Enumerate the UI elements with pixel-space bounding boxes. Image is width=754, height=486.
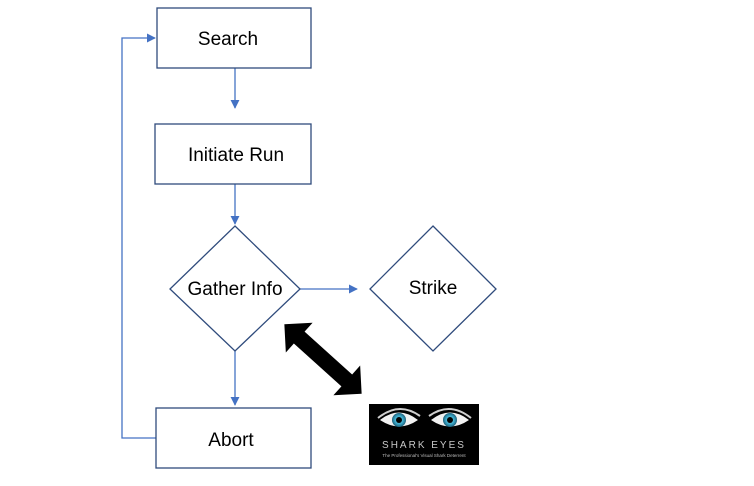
double-arrow-icon	[284, 322, 362, 396]
abort-box	[155, 407, 312, 469]
logo-background	[369, 404, 479, 465]
initiate-run-label: Initiate Run	[188, 145, 284, 166]
logo-name: SHARK EYES	[382, 440, 466, 451]
connectors	[121, 33, 358, 439]
initiate-run-box	[154, 123, 312, 185]
right-eye-icon	[428, 408, 472, 427]
strike-diamond	[369, 225, 497, 352]
gather-info-diamond	[169, 225, 301, 352]
search-box	[156, 7, 312, 69]
node-gather-info: Gather Info	[169, 225, 301, 352]
node-abort: Abort	[155, 407, 312, 469]
connector-abort-loop-to-search	[121, 33, 156, 439]
strike-label: Strike	[409, 278, 458, 299]
node-strike: Strike	[369, 225, 497, 352]
gather-info-label: Gather Info	[187, 279, 282, 300]
node-search: Search	[156, 7, 312, 69]
node-initiate-run: Initiate Run	[154, 123, 312, 185]
left-eye-icon	[377, 408, 421, 427]
search-label: Search	[198, 29, 258, 50]
shark-eyes-logo: SHARK EYES The Professional's Visual Sha…	[369, 404, 479, 465]
abort-label: Abort	[208, 430, 254, 451]
logo-tagline: The Professional's Visual Shark Deterren…	[382, 453, 466, 458]
